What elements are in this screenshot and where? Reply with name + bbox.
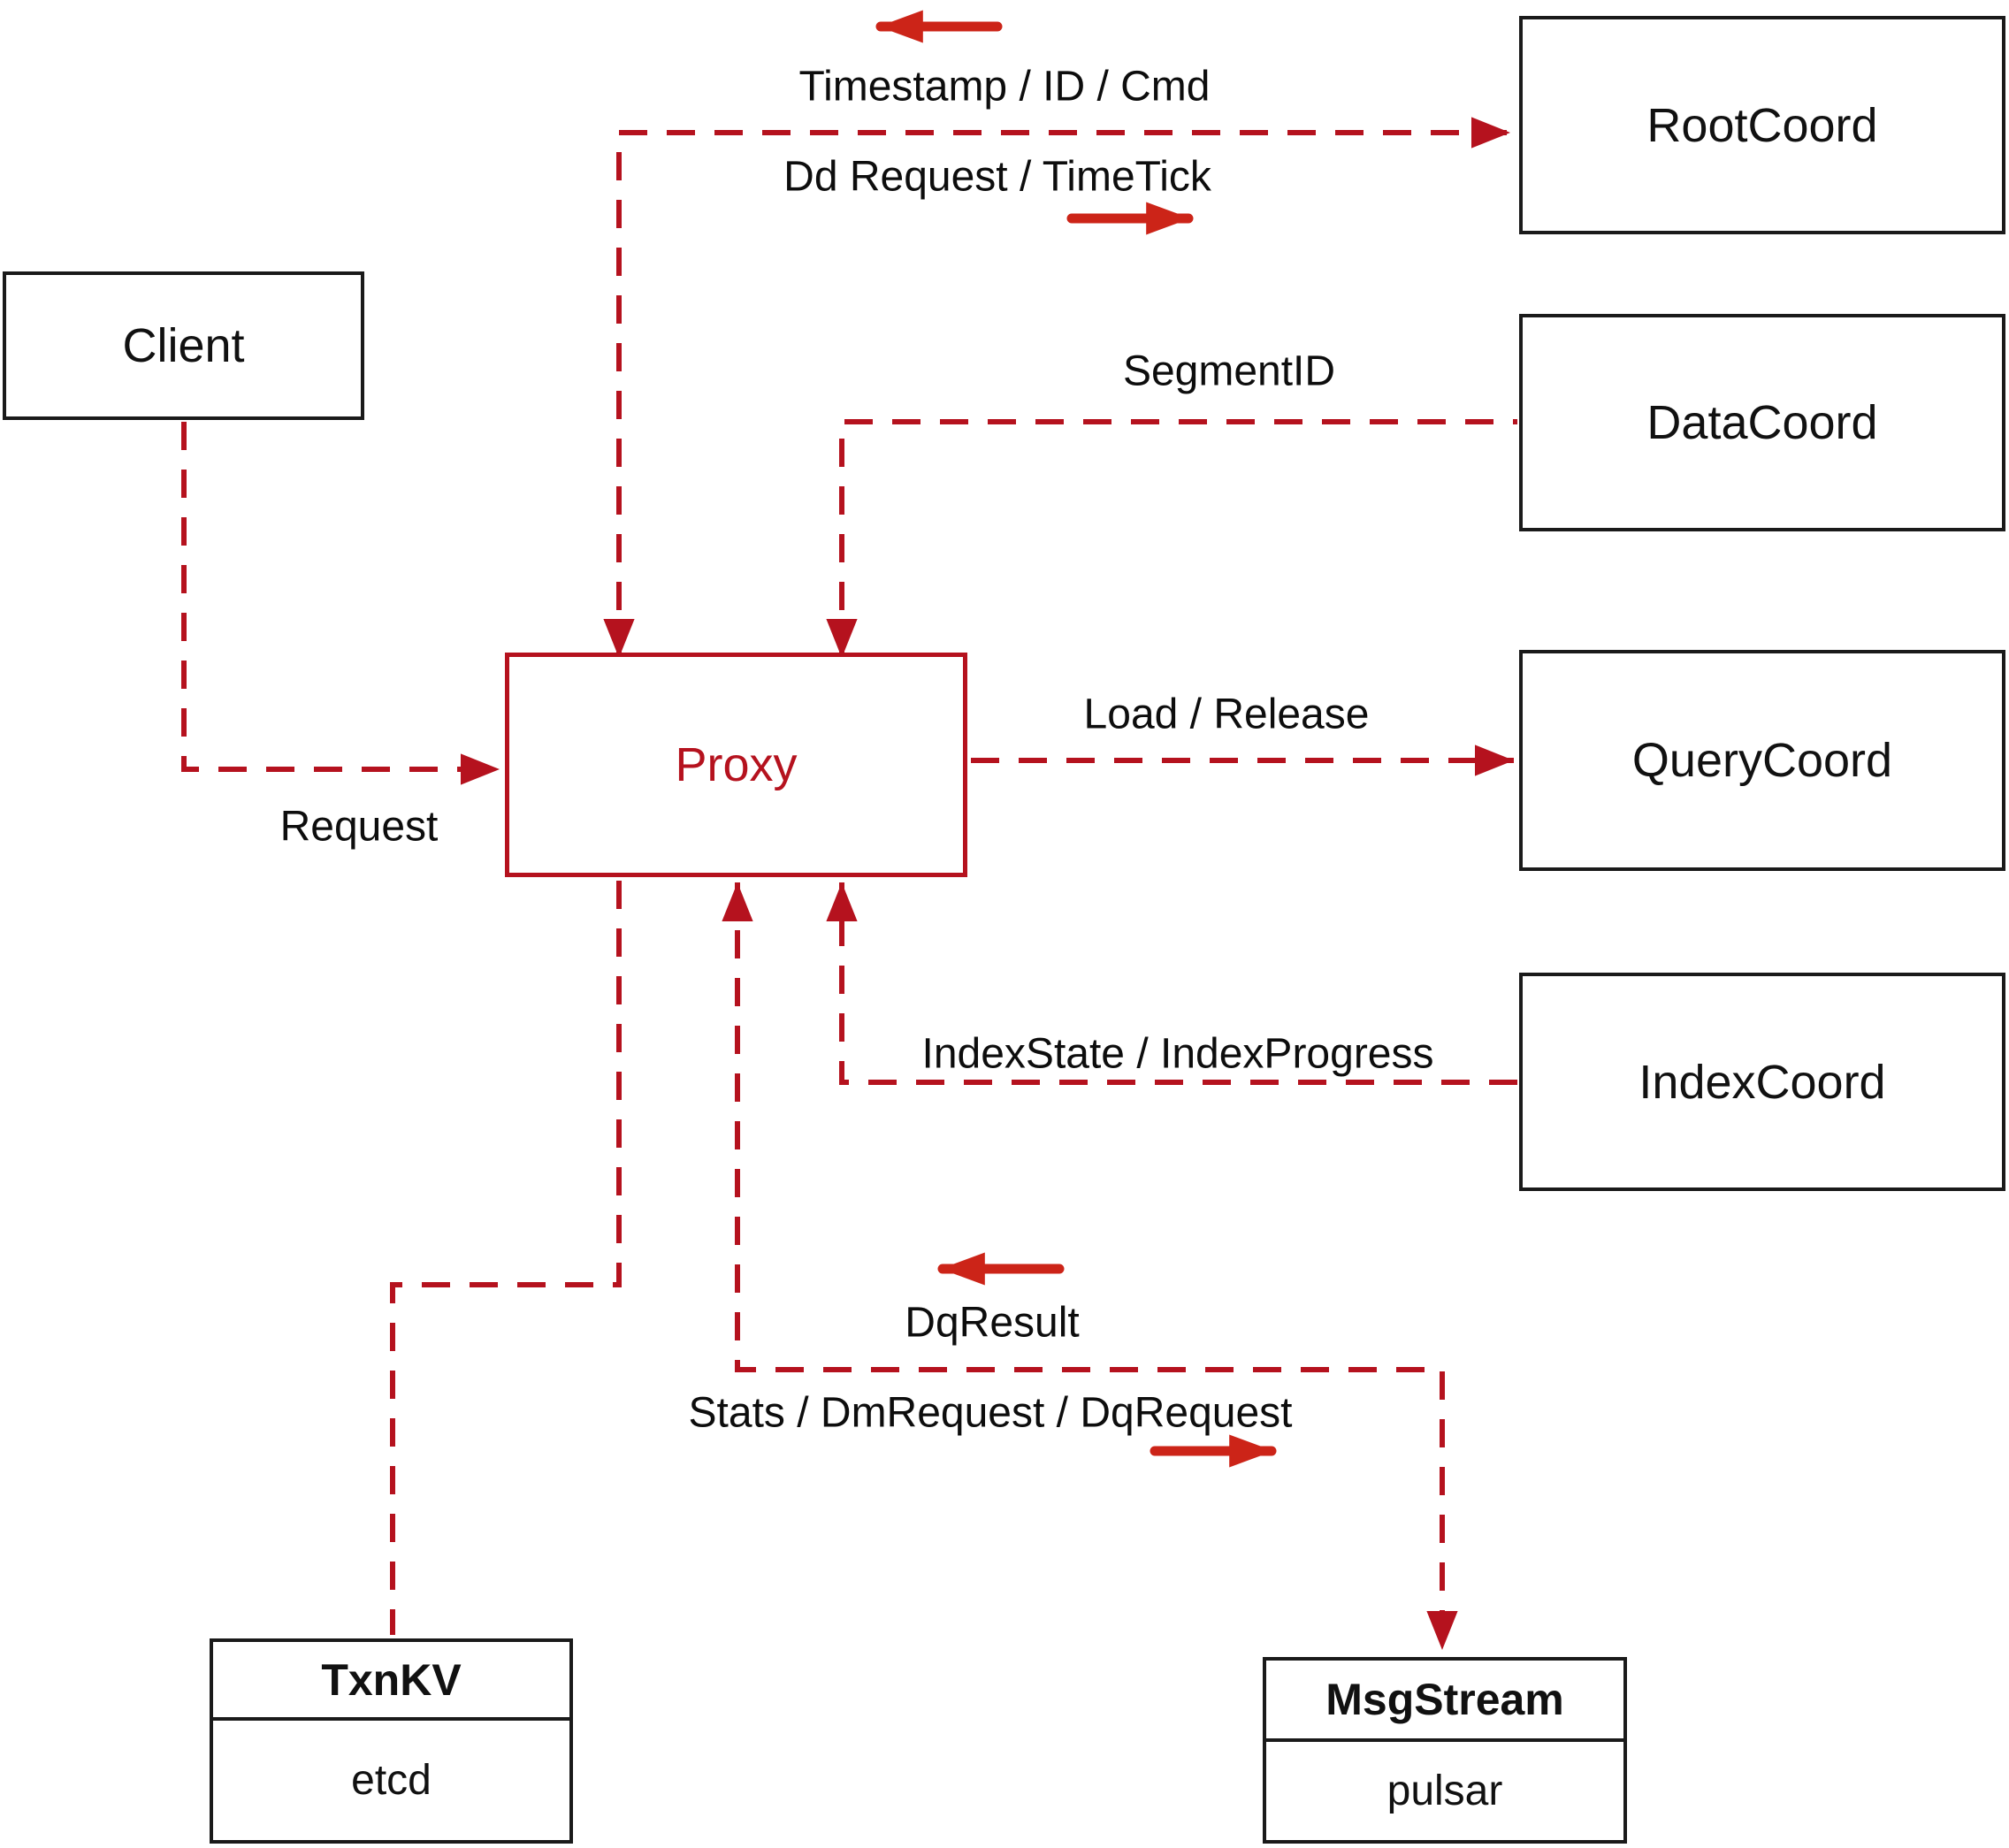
node-msgstream: MsgStream pulsar: [1263, 1657, 1627, 1844]
edge-label-timestamp-id-cmd: Timestamp / ID / Cmd: [798, 63, 1211, 111]
edge-proxy-txnkv: [390, 881, 622, 1635]
node-rootcoord-label: RootCoord: [1646, 98, 1878, 152]
edge-label-stats-dm-dq: Stats / DmRequest / DqRequest: [688, 1389, 1293, 1437]
edge-client-proxy: [181, 422, 500, 785]
node-proxy: Proxy: [505, 653, 967, 877]
node-txnkv-sublabel: etcd: [351, 1757, 432, 1804]
node-querycoord-label: QueryCoord: [1631, 734, 1893, 787]
node-indexcoord: IndexCoord: [1519, 973, 2005, 1191]
node-txnkv-title: TxnKV: [213, 1642, 569, 1721]
node-msgstream-sublabel: pulsar: [1386, 1768, 1503, 1814]
node-datacoord: DataCoord: [1519, 314, 2005, 531]
node-indexcoord-label: IndexCoord: [1639, 1055, 1886, 1109]
node-proxy-label: Proxy: [675, 738, 798, 791]
node-rootcoord: RootCoord: [1519, 16, 2005, 234]
node-msgstream-title: MsgStream: [1266, 1661, 1623, 1742]
edge-label-load-release: Load / Release: [1083, 691, 1370, 738]
node-txnkv: TxnKV etcd: [210, 1638, 573, 1844]
edge-label-request: Request: [279, 803, 439, 851]
edge-proxy-msgstream: [722, 882, 1458, 1650]
edge-label-segment-id: SegmentID: [1122, 347, 1336, 395]
edge-label-index-state-progress: IndexState / IndexProgress: [921, 1030, 1434, 1078]
edge-label-dd-request-timetick: Dd Request / TimeTick: [783, 153, 1211, 201]
edge-proxy-rootcoord: [603, 117, 1510, 658]
edge-datacoord-proxy: [826, 419, 1517, 658]
edge-label-dq-result: DqResult: [905, 1299, 1080, 1347]
node-querycoord: QueryCoord: [1519, 650, 2005, 871]
node-datacoord-label: DataCoord: [1646, 396, 1878, 449]
node-client-label: Client: [122, 319, 245, 372]
node-client: Client: [3, 271, 364, 420]
